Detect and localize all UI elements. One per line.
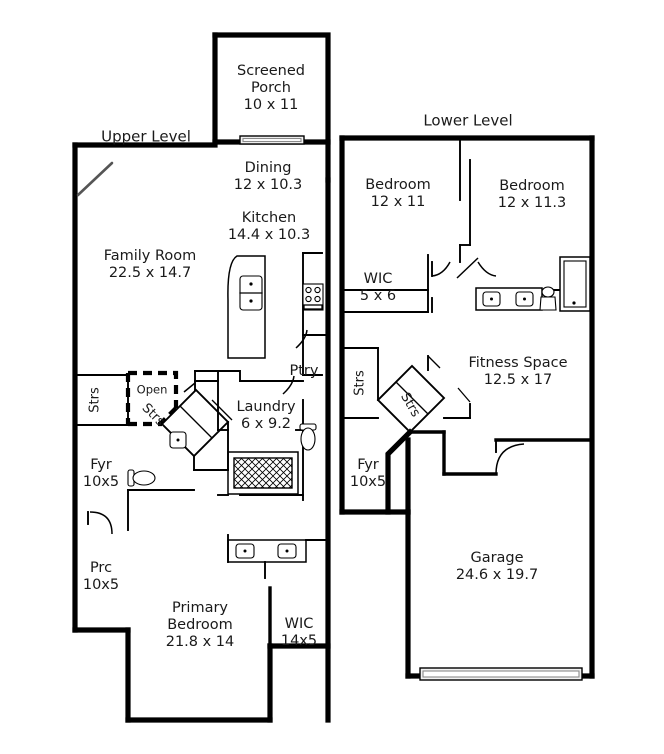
lower-bath-vanity — [475, 287, 543, 311]
garage-door-icon — [419, 667, 583, 681]
room-label-garage: Garage — [470, 550, 523, 566]
annotation-stairs-diagonal-lower: Strs — [397, 390, 423, 420]
annotation-pantry: Ptry — [290, 363, 319, 379]
upper-level-title: Upper Level — [101, 128, 191, 146]
room-label-primary-wic: WIC — [285, 616, 314, 632]
lower-level-title: Lower Level — [423, 112, 512, 130]
room-dim-bedroom-2: 12 x 11.3 — [498, 195, 567, 211]
room-label-laundry: Laundry — [236, 399, 296, 415]
room-label-bedroom-2: Bedroom — [499, 178, 565, 194]
annotation-stairs-vertical-lower: Strs — [353, 370, 368, 396]
room-dim-primary-wic: 14x5 — [281, 633, 317, 649]
room-dim-garage: 24.6 x 19.7 — [456, 567, 538, 583]
room-dim-prc: 10x5 — [83, 577, 119, 593]
room-label-fitness-space: Fitness Space — [468, 355, 567, 371]
room-label-wic-lower: WIC — [364, 271, 393, 287]
room-label-primary-bedroom-line2: Bedroom — [167, 617, 233, 633]
laundry-toilet-icon — [299, 423, 317, 451]
stairs-vertical-lower — [341, 347, 379, 419]
room-label-furnace-lower: Fyr — [357, 457, 379, 473]
open-to-below-box — [125, 370, 179, 427]
room-dim-dining: 12 x 10.3 — [234, 177, 303, 193]
washer-dryer-icon — [227, 451, 299, 495]
prc-door — [87, 489, 129, 535]
primary-bath-vanity — [227, 534, 329, 579]
room-dim-bedroom-1: 12 x 11 — [371, 194, 426, 210]
fireplace-icon — [76, 161, 114, 197]
furnace-lower-walls — [385, 428, 414, 515]
annotation-stairs-vertical-upper: Strs — [88, 387, 103, 413]
lower-bath-toilet-icon — [539, 286, 557, 311]
lower-level-outline — [339, 135, 595, 679]
upper-level-outline — [72, 142, 331, 723]
room-dim-screened-porch: 10 x 11 — [244, 97, 299, 113]
room-dim-wic-lower: 5 x 6 — [360, 288, 396, 304]
room-label-bedroom-1: Bedroom — [365, 177, 431, 193]
room-dim-kitchen: 14.4 x 10.3 — [228, 227, 310, 243]
stairs-vertical-upper — [74, 374, 129, 426]
room-dim-family-room: 22.5 x 14.7 — [109, 265, 191, 281]
stairs-diagonal-lower — [376, 355, 446, 434]
lower-bath-shower-icon — [559, 256, 591, 312]
room-dim-furnace-lower: 10x5 — [350, 474, 386, 490]
room-label-dining: Dining — [245, 160, 292, 176]
room-label-screened-porch-line1: Screened — [237, 63, 305, 79]
room-dim-fitness-space: 12.5 x 17 — [484, 372, 553, 388]
room-label-family-room: Family Room — [104, 248, 197, 264]
porch-window-icon — [239, 135, 305, 145]
plan-labels: Upper Level Lower Level Screened Porch 1… — [83, 63, 568, 650]
bedroom-divider — [456, 137, 479, 279]
kitchen-counter-run — [302, 252, 324, 376]
laundry-walls — [183, 370, 304, 501]
room-label-prc: Prc — [90, 560, 112, 576]
room-label-screened-porch-line2: Porch — [251, 80, 291, 96]
powder-room-fixtures — [169, 399, 233, 471]
kitchen-island — [227, 255, 266, 359]
room-label-primary-bedroom-line1: Primary — [172, 600, 228, 616]
room-label-kitchen: Kitchen — [242, 210, 297, 226]
lower-level-plan — [339, 135, 595, 681]
room-dim-laundry: 6 x 9.2 — [241, 416, 291, 432]
upper-level-plan — [72, 32, 331, 723]
pantry-walls — [239, 329, 329, 395]
room-dim-primary-bedroom: 21.8 x 14 — [166, 634, 235, 650]
room-dim-furnace-upper: 10x5 — [83, 474, 119, 490]
fitness-hall-walls — [408, 387, 594, 476]
annotation-open-to-below: Open — [137, 383, 168, 397]
powder-toilet-icon — [127, 469, 156, 487]
room-label-furnace-upper: Fyr — [90, 457, 112, 473]
